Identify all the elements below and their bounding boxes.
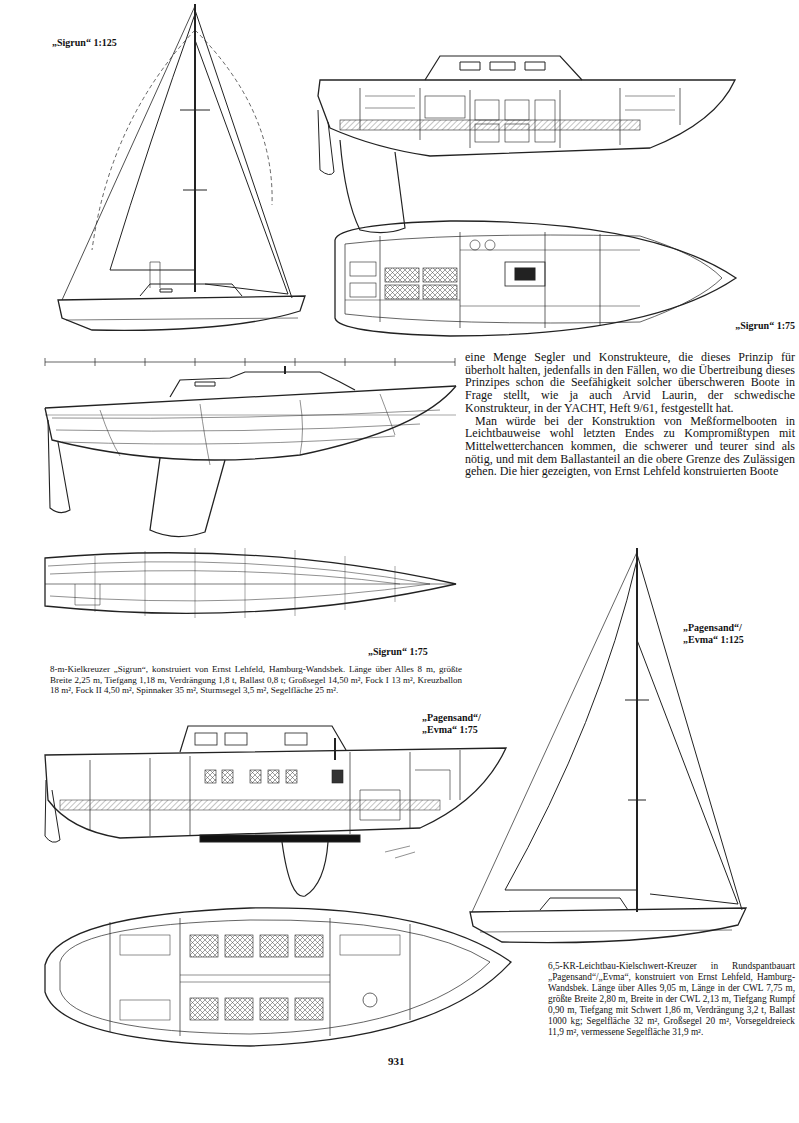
page-number: 931 (388, 1055, 428, 1068)
figure-caption: 6,5-KR-Leichtbau-Kielschwert-Kreuzer in … (548, 961, 795, 1038)
sigrun-lines-profile (45, 358, 456, 537)
pagensand-interior-profile (45, 726, 506, 896)
sigrun-interior-profile (318, 56, 735, 233)
pagensand-plan-view (45, 908, 511, 1046)
body-text-column: eine Menge Segler und Konstrukteure, die… (465, 351, 795, 478)
scale-label: „Sigrun“ 1:125 (52, 37, 162, 49)
pagensand-sail-plan (470, 548, 746, 943)
body-paragraph: eine Menge Segler und Konstrukteure, die… (465, 351, 795, 415)
sigrun-lines-plan (45, 548, 456, 618)
sigrun-plan-view (335, 221, 736, 336)
scale-label: „Pagensand“/ „Evma“ 1:75 (422, 712, 508, 736)
sigrun-sail-plan (58, 4, 305, 330)
scale-label: „Sigrun“ 1:75 (700, 320, 795, 332)
figure-caption: 8-m-Kielkreuzer „Sigrun“, konstruiert vo… (50, 664, 462, 696)
scale-label: „Pagensand“/ „Evma“ 1:125 (683, 622, 765, 646)
scale-label: „Sigrun“ 1:75 (368, 646, 468, 658)
body-paragraph: Man würde bei der Konstruktion von Meßfo… (465, 415, 795, 479)
